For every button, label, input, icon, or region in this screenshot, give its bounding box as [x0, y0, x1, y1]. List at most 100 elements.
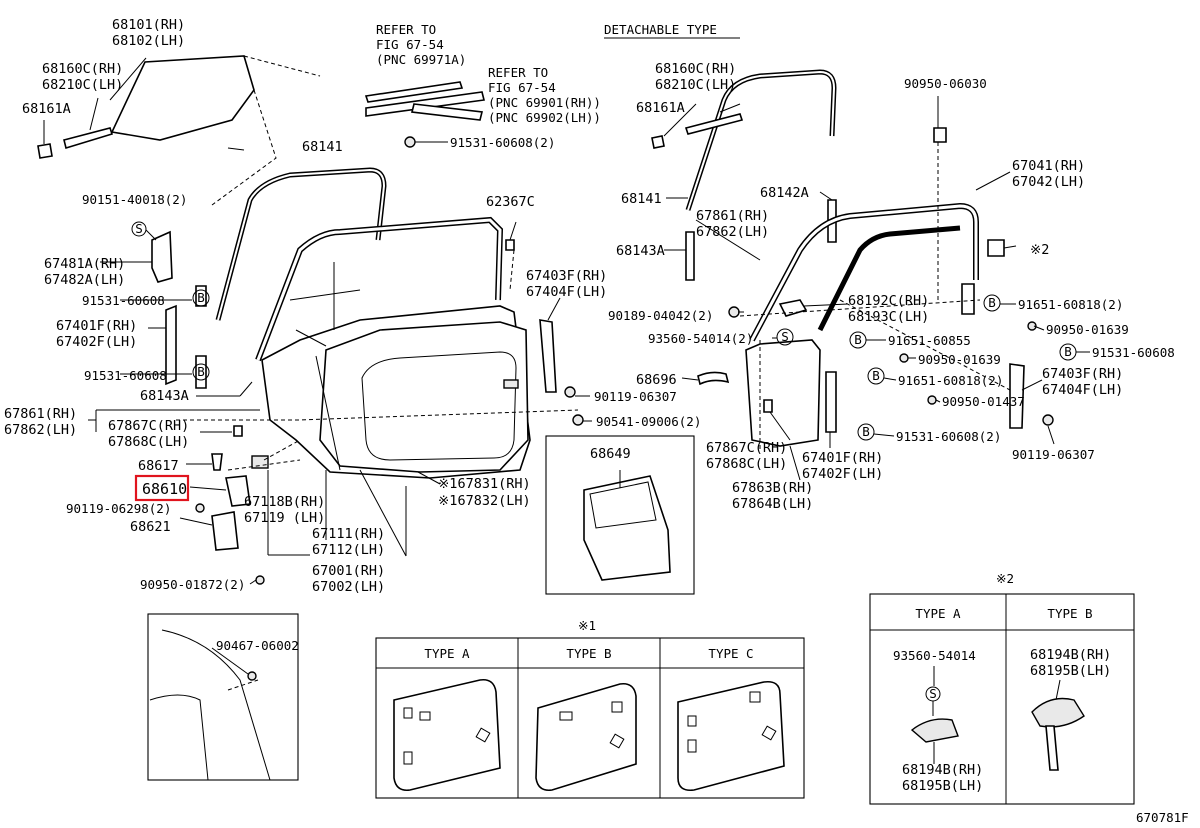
- run-68143a-right[interactable]: [685, 231, 695, 281]
- clip-90467[interactable]: [247, 671, 257, 681]
- clip-90950-01639-b[interactable]: [899, 353, 909, 363]
- belt-moulding-right[interactable]: [684, 113, 744, 135]
- run-channel-upper[interactable]: [195, 285, 207, 307]
- label-90119-06298: 90119-06298(2): [66, 501, 171, 516]
- refer1-line2: FIG 67-54: [376, 37, 444, 52]
- label-67401f-right: 67401F(RH): [802, 450, 883, 466]
- check-grommet[interactable]: [233, 425, 243, 437]
- bolt-90950[interactable]: [255, 575, 265, 585]
- part-x2[interactable]: [987, 239, 1005, 257]
- label-67402f-right: 67402F(LH): [802, 466, 883, 482]
- label-68696: 68696: [636, 372, 677, 388]
- label-67481a: 67481A(RH): [44, 256, 125, 272]
- bracket-67401f-right[interactable]: [825, 371, 837, 433]
- label-67861-left: 67861(RH): [4, 406, 77, 422]
- mark-s: S: [135, 221, 143, 236]
- type2-b-top2: 68195B(LH): [1030, 663, 1111, 679]
- hinge-bracket[interactable]: [251, 455, 269, 469]
- type1-a-header: TYPE A: [424, 646, 470, 661]
- screw-90189[interactable]: [728, 306, 740, 318]
- label-90950-06030: 90950-06030: [904, 76, 987, 91]
- hinge-68621[interactable]: [211, 511, 239, 551]
- label-68610: 68610: [142, 480, 187, 498]
- screw-90119-right[interactable]: [1042, 414, 1054, 426]
- part-68192c[interactable]: [778, 299, 808, 317]
- label-67119: 67119 (LH): [244, 510, 325, 526]
- clip-90541[interactable]: [572, 414, 584, 426]
- belt-moulding[interactable]: [63, 127, 114, 150]
- glass-run-refer3[interactable]: [411, 103, 483, 121]
- highlight-68610[interactable]: [134, 474, 190, 502]
- refer2-line2: FIG 67-54: [488, 80, 556, 95]
- hinge-68610[interactable]: [225, 475, 251, 507]
- bracket-67403f-right[interactable]: [1009, 363, 1025, 429]
- label-90950-01872: 90950-01872(2): [140, 577, 245, 592]
- screw-90119-06307[interactable]: [564, 386, 576, 398]
- label-90119-right: 90119-06307: [1012, 447, 1095, 462]
- label-67403f-left: 67403F(RH): [526, 268, 607, 284]
- label-67042: 67042(LH): [1012, 174, 1085, 190]
- label-68193c: 68193C(LH): [848, 309, 929, 325]
- clip-90950-01639[interactable]: [1027, 321, 1037, 331]
- weatherstrip-68141[interactable]: [215, 167, 387, 321]
- label-91531-right1: 91531-60608: [1092, 345, 1175, 360]
- label-68649: 68649: [590, 446, 631, 462]
- type2-b-top1: 68194B(RH): [1030, 647, 1111, 663]
- board-type-c[interactable]: [677, 680, 785, 792]
- label-67482a: 67482A(LH): [44, 272, 125, 288]
- bracket-67403f[interactable]: [539, 319, 557, 393]
- type2-a-bottom1: 68194B(RH): [902, 762, 983, 778]
- glass-run-refer1[interactable]: [364, 81, 464, 103]
- label-68102: 68102(LH): [112, 33, 185, 49]
- handle-pocket[interactable]: [503, 379, 519, 389]
- label-68101: 68101(RH): [112, 17, 185, 33]
- label-67041: 67041(RH): [1012, 158, 1085, 174]
- glass-run-refer2[interactable]: [365, 91, 485, 117]
- type2-a-header: TYPE A: [915, 606, 961, 621]
- part-68696[interactable]: [697, 371, 730, 386]
- board-type-b[interactable]: [535, 682, 637, 792]
- label-67862-right: 67862(LH): [696, 224, 769, 240]
- quarter-seal[interactable]: [151, 230, 173, 283]
- label-90950-01639-a: 90950-01639: [1046, 322, 1129, 337]
- inner-frame-right[interactable]: [817, 225, 961, 332]
- label-67002: 67002(LH): [312, 579, 385, 595]
- label-68210c-right: 68210C(LH): [655, 77, 736, 93]
- type1-b-header: TYPE B: [566, 646, 611, 661]
- refer2-line4: (PNC 69902(LH)): [488, 110, 601, 125]
- label-90467: 90467-06002: [216, 638, 299, 653]
- label-67867c-right: 67867C(RH): [706, 440, 787, 456]
- label-68141-left: 68141: [302, 139, 343, 155]
- label-90189: 90189-04042(2): [608, 308, 713, 323]
- refer2-line3: (PNC 69901(RH)): [488, 95, 601, 110]
- stopper-62367c[interactable]: [505, 239, 515, 251]
- bracket-upper-right[interactable]: [961, 283, 975, 315]
- label-67867c-left: 67867C(RH): [108, 418, 189, 434]
- mark-b-1: B: [197, 290, 205, 305]
- division-bar[interactable]: [165, 304, 177, 386]
- label-91531-right2: 91531-60608(2): [896, 429, 1001, 444]
- bolt-90119[interactable]: [195, 503, 205, 513]
- mark-b-r2: B: [854, 332, 862, 347]
- type2-a-part: 93560-54014: [893, 648, 976, 663]
- trim-board[interactable]: [319, 321, 529, 473]
- label-91651-60818-a: 91651-60818(2): [1018, 297, 1123, 312]
- door-glass[interactable]: [110, 55, 255, 141]
- refer1-line1: REFER TO: [376, 22, 436, 37]
- part-67867c-right[interactable]: [763, 399, 773, 413]
- hinge-pin-68617[interactable]: [211, 453, 223, 471]
- clip-68161a[interactable]: [37, 143, 53, 159]
- pocket-68649[interactable]: [583, 475, 671, 581]
- strap-68194b-b[interactable]: [1045, 725, 1059, 771]
- label-68141-right: 68141: [621, 191, 662, 207]
- label-91531-left2: 91531-60608: [84, 368, 167, 383]
- clip-68161a-right[interactable]: [651, 135, 665, 149]
- type-box-2: [869, 593, 1135, 805]
- stopper-90950-06030[interactable]: [933, 127, 947, 143]
- screw-91531[interactable]: [404, 136, 416, 148]
- label-68143a-left: 68143A: [140, 388, 189, 404]
- board-type-a[interactable]: [393, 678, 501, 792]
- bracket-68194b-a[interactable]: [910, 718, 959, 743]
- clip-90950-01437[interactable]: [927, 395, 937, 405]
- door-lower-right[interactable]: [745, 339, 821, 447]
